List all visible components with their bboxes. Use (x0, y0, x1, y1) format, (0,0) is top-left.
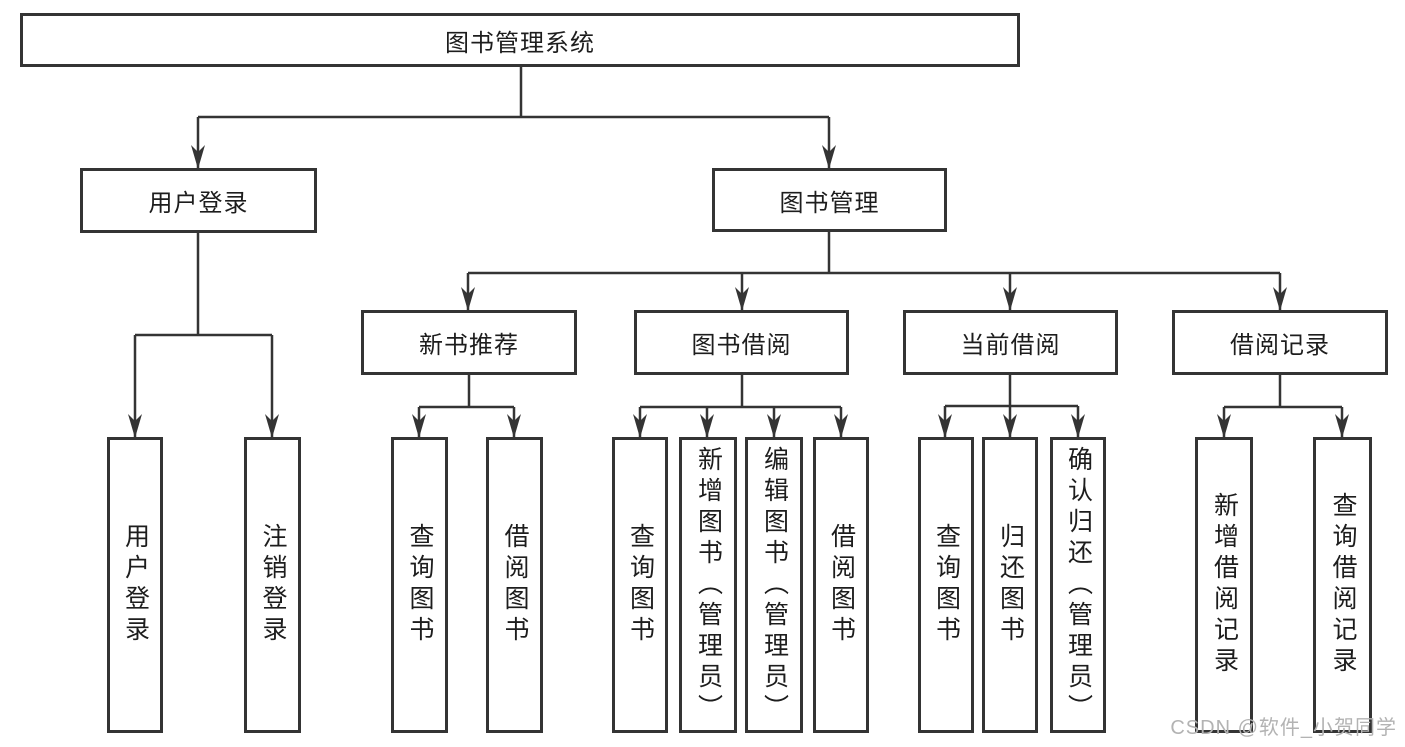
leaf-borrow-books-1: 借阅图书 (486, 437, 543, 733)
leaf-edit-book-admin: 编辑图书（管理员） (745, 437, 803, 733)
node-new-book-recommendation: 新书推荐 (361, 310, 577, 375)
node-current-borrowing: 当前借阅 (903, 310, 1118, 375)
leaf-label: 查询图书 (626, 523, 655, 647)
leaf-label: 查询图书 (932, 523, 961, 647)
leaf-label: 新增借阅记录 (1210, 492, 1239, 678)
leaf-label: 借阅图书 (501, 523, 529, 647)
leaf-logout: 注销登录 (244, 437, 301, 733)
node-borrowing-records: 借阅记录 (1172, 310, 1388, 375)
leaf-confirm-return-admin: 确认归还（管理员） (1050, 437, 1106, 733)
leaf-label: 查询借阅记录 (1329, 492, 1357, 678)
leaf-label: 借阅图书 (827, 523, 856, 647)
leaf-query-books-3: 查询图书 (918, 437, 974, 733)
node-label: 借阅记录 (1230, 332, 1330, 359)
leaf-add-book-admin: 新增图书（管理员） (679, 437, 737, 733)
leaf-label: 注销登录 (259, 523, 287, 647)
node-label: 用户登录 (148, 190, 249, 217)
leaf-query-books-1: 查询图书 (391, 437, 448, 733)
node-label: 图书借阅 (691, 332, 792, 359)
node-label: 当前借阅 (960, 332, 1061, 359)
node-book-borrowing: 图书借阅 (634, 310, 849, 375)
leaf-return-book: 归还图书 (982, 437, 1038, 733)
node-label: 新书推荐 (419, 332, 519, 359)
node-user-login: 用户登录 (80, 168, 317, 233)
leaf-label: 编辑图书（管理员） (760, 445, 789, 725)
leaf-label: 用户登录 (121, 523, 150, 647)
node-root: 图书管理系统 (20, 13, 1020, 67)
node-label: 图书管理 (779, 189, 880, 217)
node-label: 图书管理系统 (445, 29, 595, 57)
node-book-management: 图书管理 (712, 168, 947, 232)
csdn-watermark: CSDN @软件_小贺同学 (1170, 717, 1397, 739)
leaf-label: 归还图书 (996, 523, 1025, 647)
leaf-label: 新增图书（管理员） (694, 445, 723, 725)
leaf-query-books-2: 查询图书 (612, 437, 668, 733)
leaf-add-borrow-record: 新增借阅记录 (1195, 437, 1253, 733)
leaf-user-login: 用户登录 (107, 437, 163, 733)
leaf-label: 查询图书 (406, 523, 434, 647)
leaf-query-borrow-record: 查询借阅记录 (1313, 437, 1372, 733)
leaf-label: 确认归还（管理员） (1064, 445, 1093, 725)
leaf-borrow-books-2: 借阅图书 (813, 437, 869, 733)
